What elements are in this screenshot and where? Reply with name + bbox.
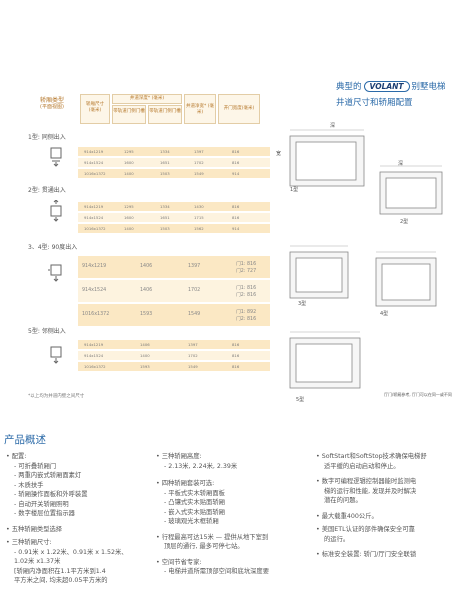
- table-row: 914x1219 1295 1334 1430 816: [78, 202, 270, 211]
- col-shaft-b-box: [148, 105, 182, 124]
- col-shaft-a: 带轨道门侧门槽: [113, 109, 145, 114]
- col-type: 轿厢类型 (平面视图): [39, 97, 64, 111]
- section-type-3-4: 3、4型: 90度出入: [28, 244, 78, 251]
- section-type-2: 2型: 贯通出入: [28, 187, 66, 194]
- col-car-box: [80, 94, 110, 124]
- overview-column-3: • SoftStart和SoftStop技术确保电梯舒 适平缓的启动启动和停止。…: [316, 453, 427, 558]
- label-wide: 宽: [276, 151, 282, 157]
- label-deep: 深: [330, 123, 336, 129]
- section-title: 产品概述: [4, 434, 46, 446]
- col-shaft-box: [112, 94, 182, 104]
- elevator-plan-icon: [50, 346, 62, 364]
- table-row: 1016x1372 1593 1549 816: [78, 362, 270, 371]
- label-type5: 5型: [296, 397, 305, 403]
- shaft-plan-drawings: [289, 129, 443, 389]
- col-shaft-a-box: [112, 105, 146, 124]
- table-row: 1016x1372 1593 1549 门1: 892 门2: 816: [78, 304, 270, 326]
- table-row: 914x1219 1406 1397 门1: 816 门2: 727: [78, 256, 270, 278]
- elevator-plan-icon: [50, 200, 62, 222]
- table-row: 1016x1372 1400 1503 1549 914: [78, 169, 270, 178]
- col-width-box: [184, 94, 216, 124]
- header-suffix: 别墅电梯: [411, 82, 446, 92]
- drawing-note: 厅门/轿厢参考, 厅门可以在同一或不同: [384, 392, 452, 397]
- header-subtitle: 井道尺寸和轿厢配置: [336, 98, 413, 108]
- label-type1: 1型: [290, 187, 299, 193]
- section-type-1: 1型: 同侧出入: [28, 134, 66, 141]
- table-row: 914x1524 1600 1651 1702 816: [78, 158, 270, 167]
- label-type4: 4型: [380, 311, 389, 317]
- table-row: 914x1524 1400 1702 816: [78, 351, 270, 360]
- col-door-box: [218, 94, 260, 124]
- volant-logo: VOLANT: [363, 81, 410, 92]
- table-row: 914x1524 1600 1651 1715 816: [78, 213, 270, 222]
- elevator-plan-icon: [50, 147, 62, 167]
- elevator-plan-icon: [48, 264, 62, 282]
- col-shaft-b: 带轨道门侧门槽: [149, 109, 181, 114]
- label-type2: 2型: [400, 219, 409, 225]
- section-type-5: 5型: 邻侧出入: [28, 328, 66, 335]
- col-door: 开门宽度(毫米): [223, 106, 255, 111]
- overview-column-2: • 三种轿厢高度: - 2.13米, 2.24米, 2.39米 • 四种轿厢套装…: [156, 453, 270, 575]
- col-shaft: 井道深度* (毫米): [129, 96, 165, 101]
- col-width: 井道净宽* (毫米): [186, 104, 214, 115]
- table-row: 914x1219 1295 1334 1397 816: [78, 147, 270, 156]
- table-row: 914x1524 1406 1702 门1: 816 门2: 816: [78, 280, 270, 302]
- table-row: 914x1219 1406 1397 816: [78, 340, 270, 349]
- label-type3: 3型: [298, 301, 307, 307]
- table-footnote: *以上均为井道内壁之间尺寸: [28, 394, 85, 399]
- col-car: 轿厢尺寸 (毫米): [86, 102, 104, 113]
- overview-column-1: • 配置: - 可折叠轿厢门 - 两重内嵌式轿厢面素灯 - 木质扶手 - 轿厢操…: [6, 453, 128, 584]
- label-deep: 深: [398, 161, 404, 167]
- header-prefix: 典型的: [336, 82, 362, 92]
- table-row: 1016x1372 1400 1503 1562 914: [78, 224, 270, 233]
